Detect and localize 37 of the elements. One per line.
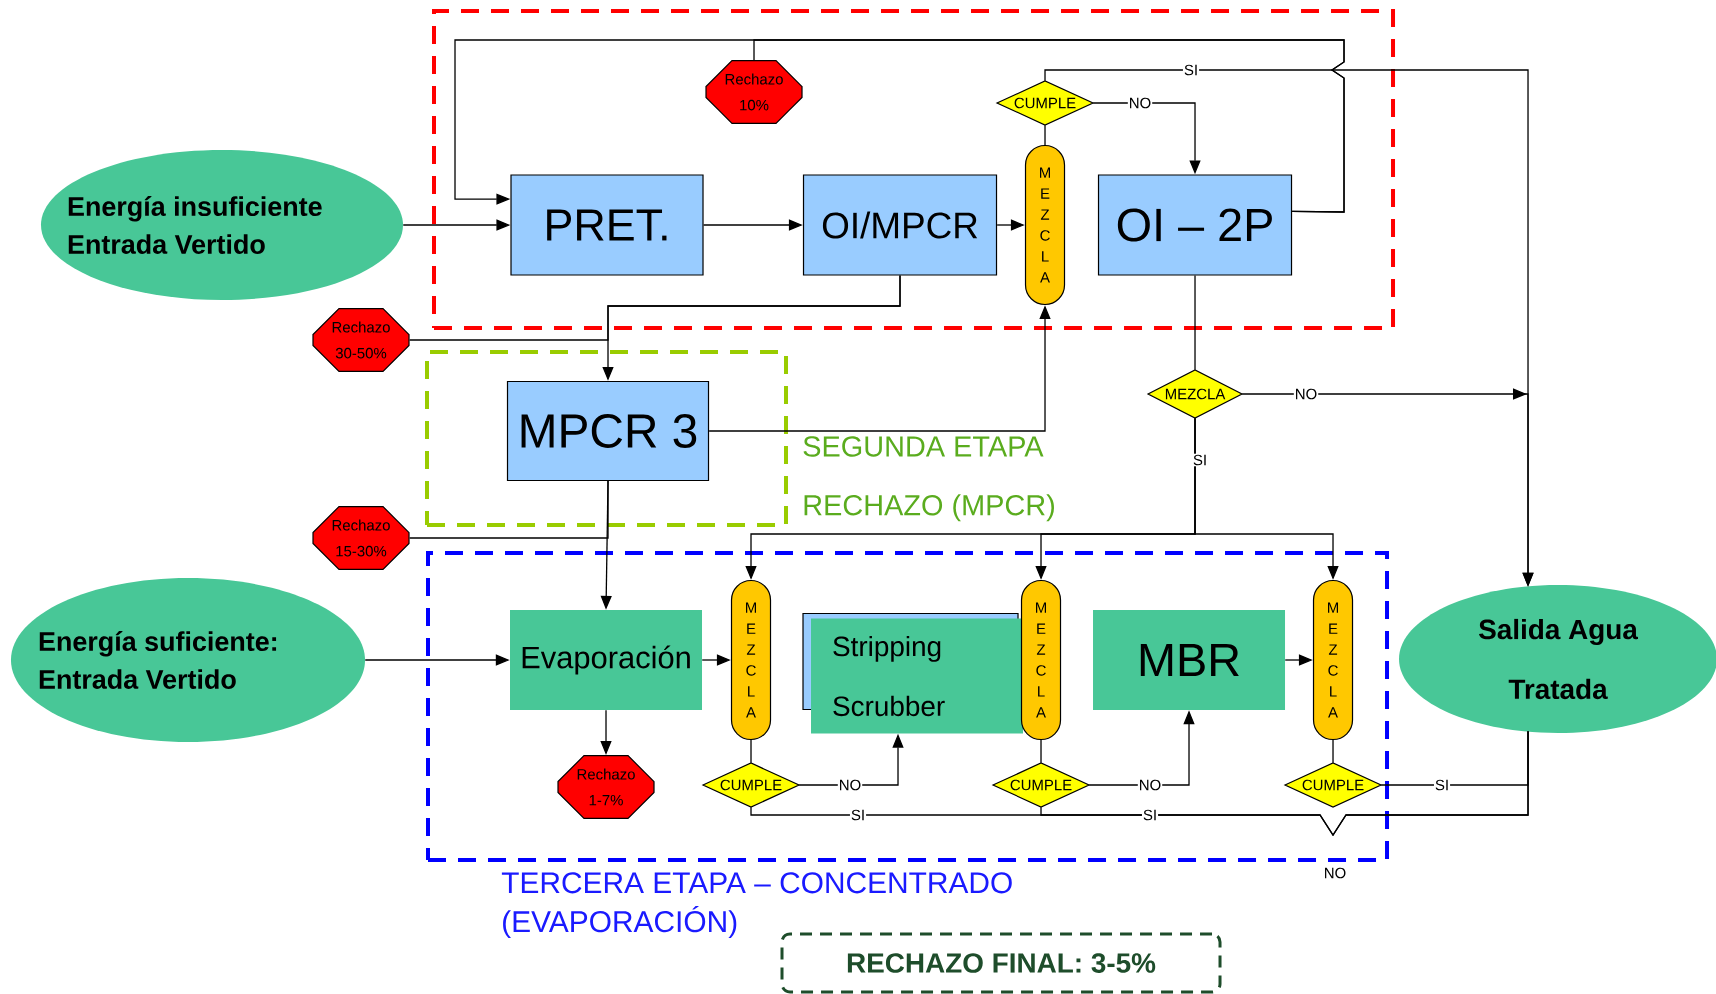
stage-heading: SEGUNDA ETAPA RECHAZO (MPCR) <box>803 436 1054 522</box>
mixer-column: M E Z C L A <box>1312 579 1354 741</box>
edge-label: NO <box>1137 778 1163 792</box>
edge-label: NO <box>1293 387 1319 401</box>
edge-label: SI <box>1191 453 1209 467</box>
branch-label: NO <box>1325 867 1346 879</box>
connector-line <box>1332 739 1334 764</box>
edge-label: NO <box>837 778 863 792</box>
mixer-column: M E Z C L A <box>730 579 772 741</box>
connector-line <box>750 739 752 764</box>
connector-line <box>1044 124 1046 146</box>
process-box: MPCR 3 <box>506 380 710 482</box>
connector-line <box>1040 739 1042 764</box>
edge-label: NO <box>1127 96 1153 110</box>
process-box: OI – 2P <box>1097 174 1293 276</box>
process-box: OI/MPCR <box>802 174 998 276</box>
connector-line <box>408 480 609 539</box>
process-box: Stripping Scrubber <box>802 612 1023 734</box>
process-box: Evaporación <box>510 610 702 710</box>
reject-octagon: Rechazo 10% <box>705 59 803 125</box>
edge-label: SI <box>849 808 867 822</box>
stage-frame <box>432 9 1395 330</box>
reject-octagon: Rechazo 1-7% <box>557 755 655 819</box>
reject-octagon: Rechazo 15-30% <box>312 505 410 571</box>
mixer-column: M E Z C L A <box>1020 579 1062 741</box>
connector-line <box>1040 730 1529 837</box>
connector-line <box>408 274 901 341</box>
edge-label: SI <box>1141 808 1159 822</box>
process-box: PRET. <box>510 174 704 276</box>
mixer-column: M E Z C L A <box>1024 144 1066 306</box>
connector-line <box>753 39 1345 213</box>
edge-label: SI <box>1182 63 1200 77</box>
process-box: MBR <box>1093 610 1285 710</box>
edge-label: SI <box>1433 778 1451 792</box>
connector-line <box>1194 274 1196 371</box>
reject-octagon: Rechazo 30-50% <box>312 307 410 373</box>
result-box: RECHAZO FINAL: 3-5% <box>780 932 1222 994</box>
